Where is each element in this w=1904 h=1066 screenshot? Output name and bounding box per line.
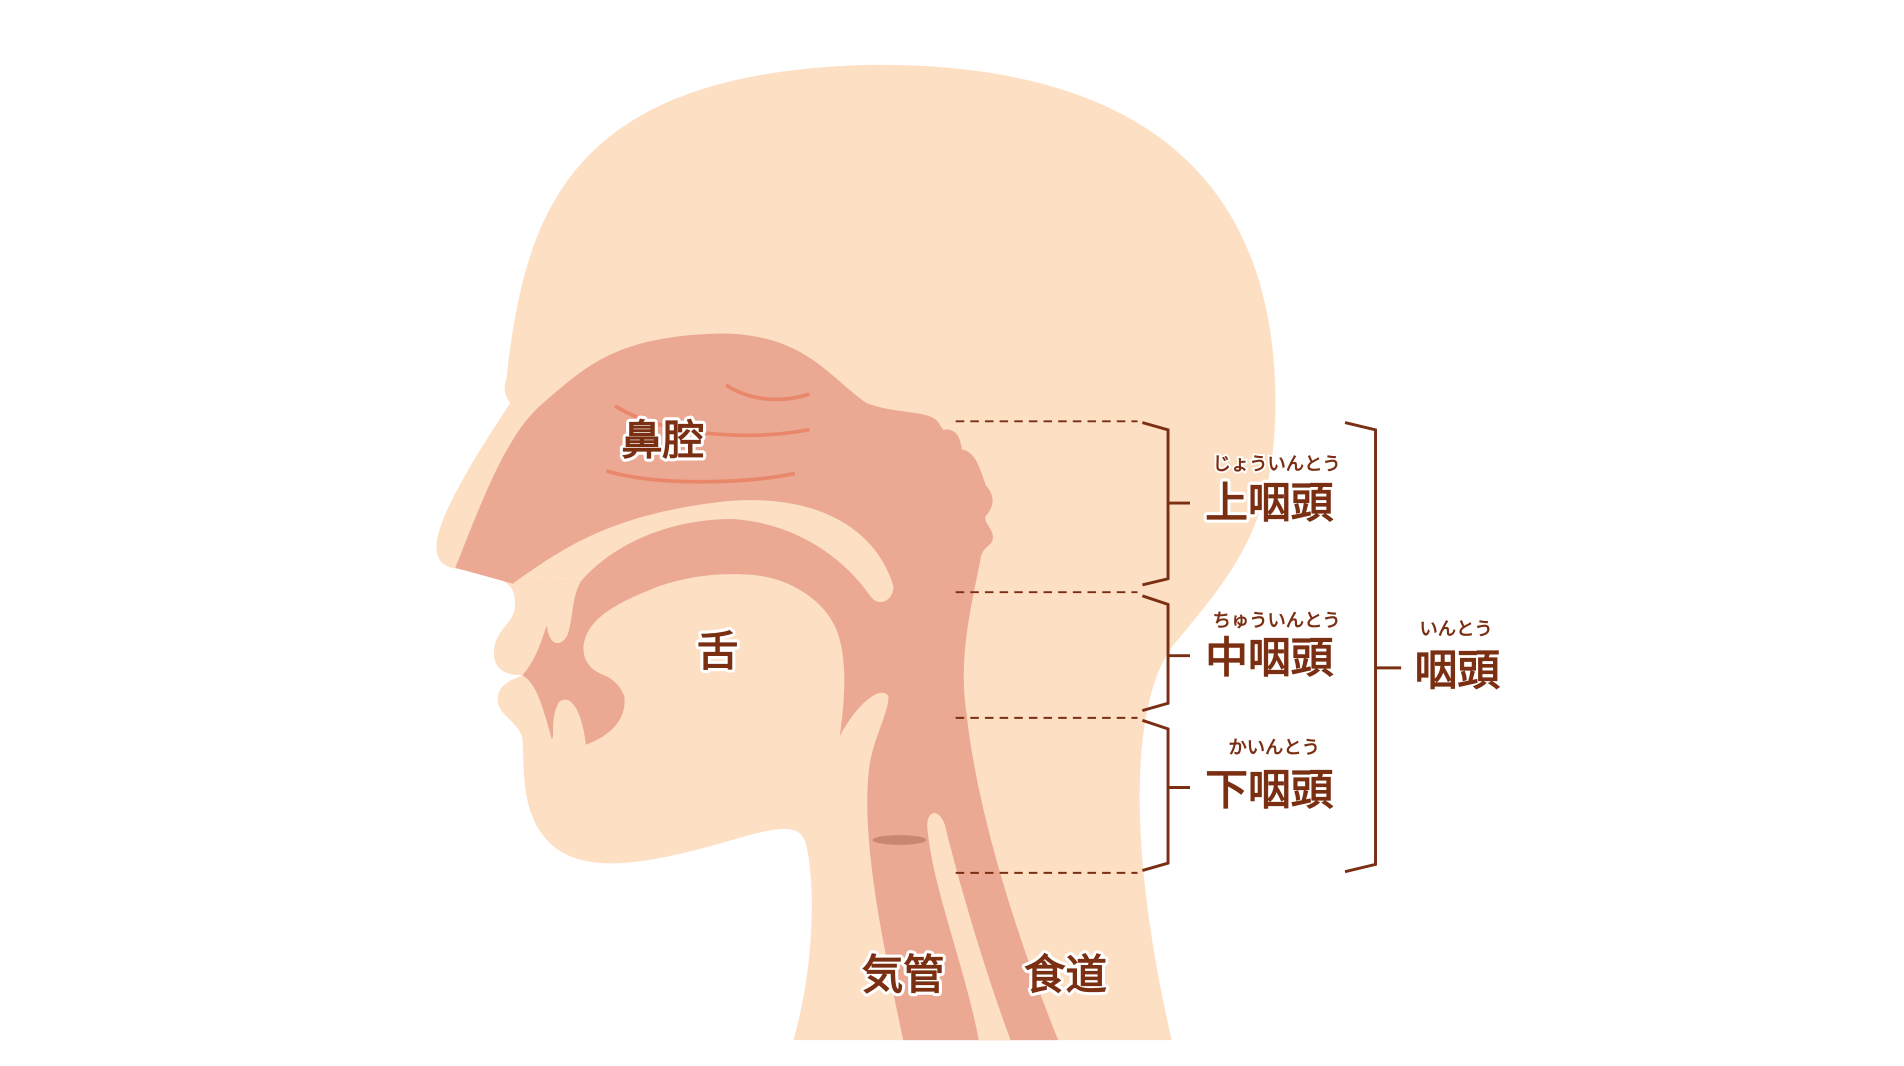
tongue (583, 574, 844, 769)
label-nasal-cavity: 鼻腔 (621, 415, 704, 464)
ruby-oropharynx: ちゅういんとう (1213, 610, 1341, 631)
tracheoesophageal-wall (927, 813, 1011, 1041)
ruby-nasopharynx: じょういんとう (1213, 454, 1341, 475)
label-nasopharynx: 上咽頭 (1205, 479, 1333, 529)
pharynx-tissue (455, 333, 1059, 1041)
vocal-cord (872, 835, 927, 845)
label-trachea: 気管 (862, 950, 945, 999)
label-oropharynx: 中咽頭 (1205, 634, 1333, 684)
label-tongue: 舌 (697, 626, 738, 675)
label-hypopharynx: 下咽頭 (1205, 766, 1333, 816)
bracket-hypopharynx (1141, 718, 1190, 872)
bracket-oropharynx (1141, 594, 1190, 712)
region-boundaries (955, 420, 1138, 874)
label-pharynx: 咽頭 (1415, 646, 1501, 696)
nasal-turbinates (605, 384, 810, 484)
bracket-nasopharynx (1141, 421, 1190, 587)
ruby-hypopharynx: かいんとう (1228, 737, 1320, 758)
bracket-pharynx (1344, 421, 1402, 874)
label-esophagus: 食道 (1024, 950, 1107, 999)
palate (512, 500, 894, 603)
ruby-pharynx: いんとう (1419, 619, 1492, 640)
